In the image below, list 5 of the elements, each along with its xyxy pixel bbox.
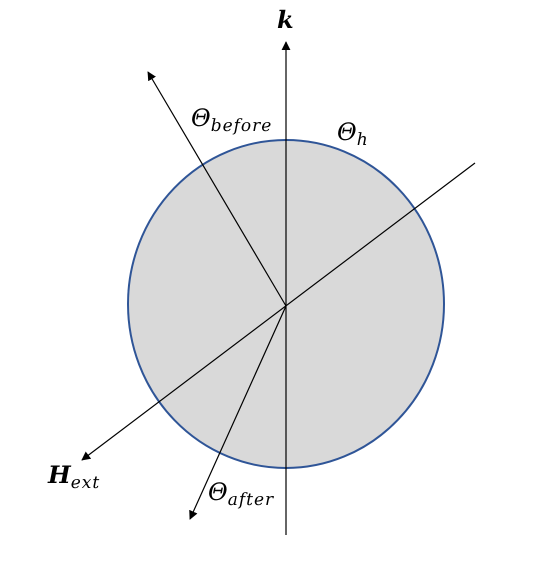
angle-label: Θ$_{h}$ [337,120,369,149]
angle-label: Θ$_{before}$ [191,106,272,135]
vector-label: H$_{ext}$ [48,463,100,492]
angle-label: Θ$_{after}$ [208,480,274,509]
vector-label: k [277,8,294,32]
